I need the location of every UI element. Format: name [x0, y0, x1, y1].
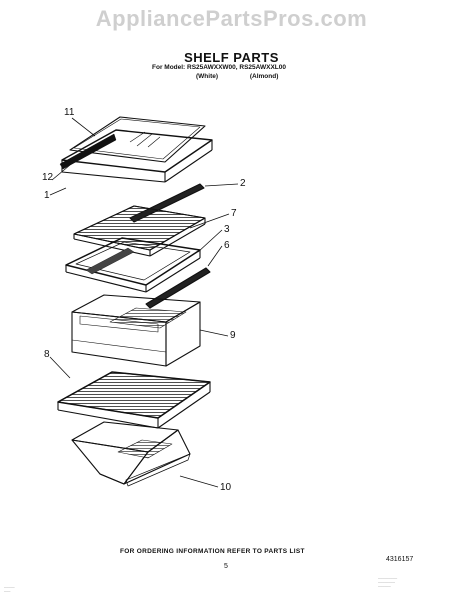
meat-pan-part	[71, 421, 191, 487]
callout-11: 11	[64, 107, 75, 118]
ordering-note: FOR ORDERING INFORMATION REFER TO PARTS …	[120, 548, 305, 555]
glass-shelf-part	[69, 116, 206, 163]
fineprint-right: ───────────────────────	[378, 576, 398, 588]
trim-strip-lower-part	[145, 267, 211, 309]
callout-12: 12	[42, 172, 54, 183]
catalog-number: 4316157	[386, 556, 414, 563]
crisper-drawer-part	[71, 294, 201, 367]
color-legend: (White) (Almond)	[196, 73, 278, 80]
callout-8: 8	[44, 349, 50, 360]
callout-6: 6	[224, 240, 230, 251]
callout-10: 10	[220, 482, 232, 493]
site-watermark: AppliancePartsPros.com	[95, 6, 368, 31]
callout-2: 2	[240, 178, 246, 189]
callout-leaders	[49, 117, 239, 488]
color-almond-label: (Almond)	[249, 73, 279, 80]
callout-3: 3	[224, 224, 230, 235]
callout-1: 1	[44, 190, 50, 201]
shelf-frame-part	[59, 129, 213, 183]
page-title: SHELF PARTS	[184, 50, 279, 65]
callout-9: 9	[230, 330, 236, 341]
page-number: 5	[224, 563, 228, 570]
callout-7: 7	[231, 208, 237, 219]
fineprint-left: ────────	[4, 585, 15, 593]
color-white-label: (White)	[196, 73, 219, 80]
crisper-grate-shelf-part	[57, 371, 211, 429]
model-numbers: For Model: RS25AWXXW00, RS25AWXXL00	[152, 64, 287, 71]
